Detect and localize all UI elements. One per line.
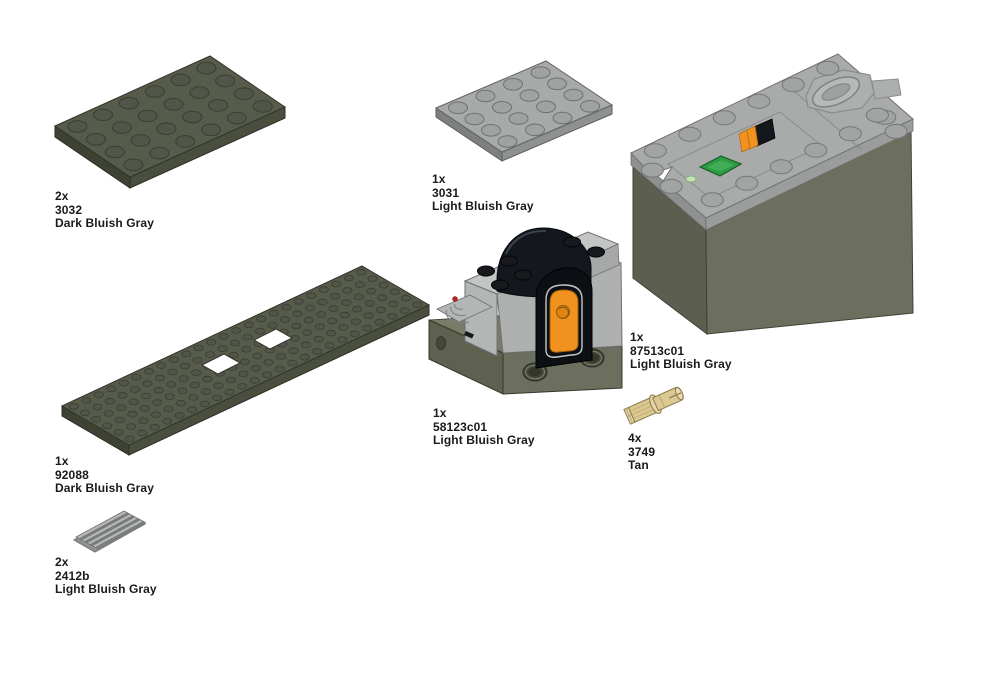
part-color: Light Bluish Gray (432, 199, 534, 213)
green-button-graphic (685, 155, 743, 183)
part-image-plate-4x6-dark (53, 55, 287, 189)
stud-grid (67, 61, 273, 172)
part-color: Dark Bluish Gray (55, 216, 154, 230)
part-qty: 2x (55, 555, 69, 569)
part-qty: 2x (55, 189, 69, 203)
part-image-train-base-6x24 (60, 265, 431, 456)
part-color: Light Bluish Gray (433, 433, 535, 447)
part-number: 3031 (432, 185, 460, 200)
part-label-58123c01: 1x 58123c01 Light Bluish Gray (433, 406, 535, 448)
part-label-3032: 2x 3032 Dark Bluish Gray (55, 189, 154, 231)
orange-rotor-graphic (549, 289, 579, 353)
part-number: 3032 (55, 202, 83, 217)
part-label-2412b: 2x 2412b Light Bluish Gray (55, 555, 157, 597)
cutout-hole (252, 328, 294, 350)
part-color: Dark Bluish Gray (55, 481, 154, 495)
part-qty: 1x (433, 406, 447, 420)
stud-grid (865, 107, 908, 139)
stud-grid (68, 268, 423, 443)
part-label-92088: 1x 92088 Dark Bluish Gray (55, 454, 154, 496)
part-number: 3749 (628, 444, 656, 459)
part-color: Light Bluish Gray (630, 357, 732, 371)
part-image-axle-pin (623, 386, 684, 425)
stud-grid (640, 162, 683, 194)
part-number: 58123c01 (433, 419, 488, 434)
cutout-hole (200, 353, 242, 375)
part-number: 92088 (55, 467, 89, 482)
part-qty: 4x (628, 431, 642, 445)
black-stud-group (477, 236, 605, 291)
orange-switch-graphic (738, 118, 776, 153)
part-image-train-motor (428, 227, 623, 395)
part-image-plate-4x4-light (434, 60, 614, 162)
part-qty: 1x (630, 330, 644, 344)
part-label-3031: 1x 3031 Light Bluish Gray (432, 172, 534, 214)
stud-grid (643, 60, 840, 159)
part-image-grille-tile (72, 510, 147, 553)
part-qty: 1x (432, 172, 446, 186)
part-image-battery-box (630, 53, 914, 336)
part-label-3749: 4x 3749 Tan (628, 431, 656, 473)
part-color: Light Bluish Gray (55, 582, 157, 596)
stud-grid (448, 66, 600, 148)
part-number: 2412b (55, 568, 90, 583)
part-color: Tan (628, 458, 649, 472)
part-qty: 1x (55, 454, 69, 468)
part-number: 87513c01 (630, 343, 685, 358)
battery-lid-latch-graphic (805, 69, 902, 114)
part-label-87513c01: 1x 87513c01 Light Bluish Gray (630, 330, 732, 372)
